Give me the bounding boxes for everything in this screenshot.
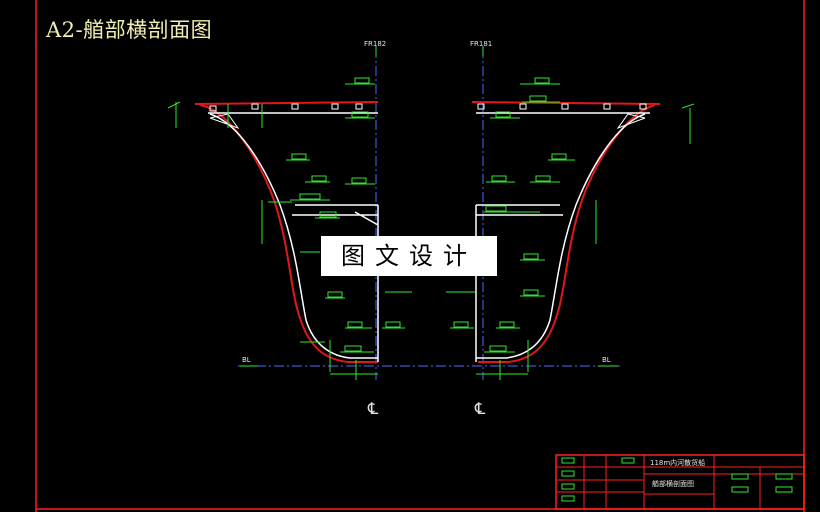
baseline-label-left: BL bbox=[242, 356, 251, 364]
frame-label-right: FR181 bbox=[470, 40, 492, 48]
title-block-marks bbox=[561, 457, 793, 502]
right-section bbox=[446, 46, 695, 380]
watermark: 图文设计 bbox=[321, 236, 497, 276]
centerlines bbox=[238, 48, 620, 380]
centerline-mark-left: ℄ bbox=[367, 399, 379, 418]
frame-label-left: FR182 bbox=[364, 40, 386, 48]
title-block-drawing-name: 艏部横剖面图 bbox=[652, 480, 694, 488]
centerline-mark-right: ℄ bbox=[474, 399, 486, 418]
right-hull-structure bbox=[475, 112, 650, 362]
left-hull-outline bbox=[194, 101, 379, 363]
left-hull-structure bbox=[208, 112, 379, 362]
title-block bbox=[555, 454, 805, 510]
baseline-label-right: BL bbox=[602, 356, 611, 364]
left-section bbox=[167, 46, 412, 380]
drawing-title: A2-艏部横剖面图 bbox=[46, 18, 213, 42]
title-block-project: 118m内河散货船 bbox=[650, 459, 706, 467]
